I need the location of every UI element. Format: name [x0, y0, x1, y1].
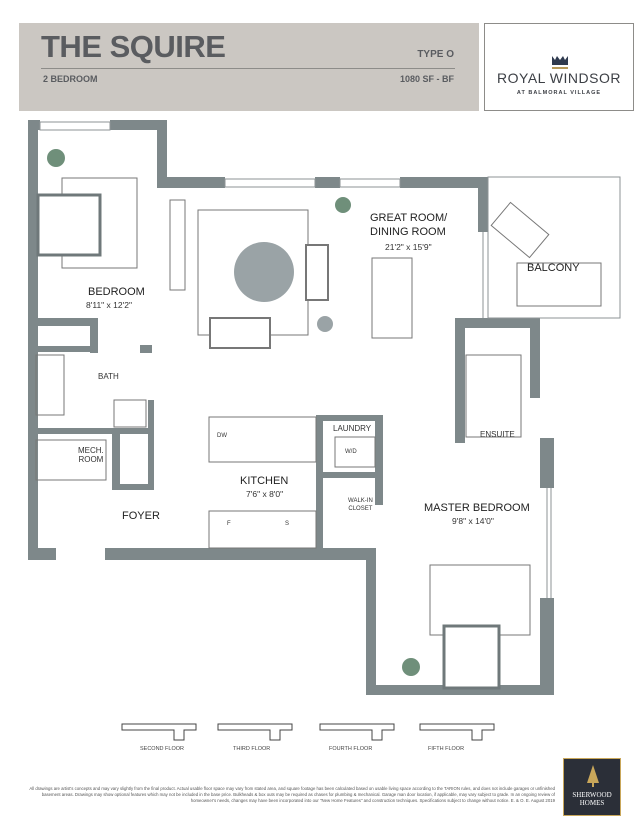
dishwasher-label: DW: [217, 433, 227, 439]
model-name: THE SQUIRE: [41, 29, 226, 64]
kitchen-dimensions: 7'6" x 8'0": [246, 489, 284, 499]
key-plan-fifth-floor: [419, 723, 495, 741]
mech-room-label: MECH.ROOM: [78, 446, 104, 464]
great-room-dimensions: 21'2" x 15'9": [385, 242, 432, 252]
key-label-third-floor: THIRD FLOOR: [233, 746, 271, 752]
title-banner: THE SQUIRE TYPE O 2 BEDROOM 1080 SF - BF: [19, 23, 479, 111]
bedroom-count: 2 BEDROOM: [43, 74, 98, 84]
laundry-label: LAUNDRY: [333, 424, 372, 433]
fridge-label: F: [227, 521, 231, 527]
balcony-label: BALCONY: [527, 262, 580, 274]
stove-label: S: [285, 521, 290, 527]
crown-icon: [552, 56, 568, 69]
royal-windsor-logo: ROYAL WINDSOR AT BALMORAL VILLAGE: [484, 23, 634, 111]
master-bedroom-label: MASTER BEDROOM: [424, 502, 530, 514]
key-label-fourth-floor: FOURTH FLOOR: [329, 746, 373, 752]
side-table: [317, 316, 333, 332]
ensuite-label: ENSUITE: [480, 430, 515, 439]
disclaimer: All drawings are artist's concepts and m…: [29, 786, 555, 803]
divider: [41, 68, 455, 69]
logo-name: ROYAL WINDSOR: [497, 70, 621, 86]
walls: [28, 120, 554, 695]
bedroom-dimensions: 8'11" x 12'2": [86, 300, 132, 310]
bath-label: BATH: [98, 372, 119, 381]
kitchen-label: KITCHEN: [240, 475, 289, 487]
bedroom-label: BEDROOM: [88, 286, 145, 298]
foyer-label: FOYER: [122, 510, 160, 522]
square-footage: 1080 SF - BF: [399, 74, 454, 84]
key-label-fifth-floor: FIFTH FLOOR: [428, 746, 465, 752]
furniture: [35, 177, 602, 690]
washer-dryer-label: W/D: [345, 449, 357, 455]
dining-room-label: DINING ROOM: [370, 226, 446, 238]
master-bedroom-dimensions: 9'8" x 14'0": [452, 516, 494, 526]
key-plan-fourth-floor: [319, 723, 395, 741]
model-type: TYPE O: [417, 49, 454, 60]
windows: [39, 121, 621, 598]
key-plan-second-floor: [121, 723, 197, 741]
great-room-label: GREAT ROOM/: [370, 212, 448, 224]
logo-subtitle: AT BALMORAL VILLAGE: [516, 90, 602, 96]
plant-icons: [47, 149, 420, 676]
tree-icon: [587, 765, 599, 787]
round-rug: [234, 242, 294, 302]
key-label-second-floor: SECOND FLOOR: [140, 746, 185, 752]
key-plan-third-floor: [217, 723, 293, 741]
